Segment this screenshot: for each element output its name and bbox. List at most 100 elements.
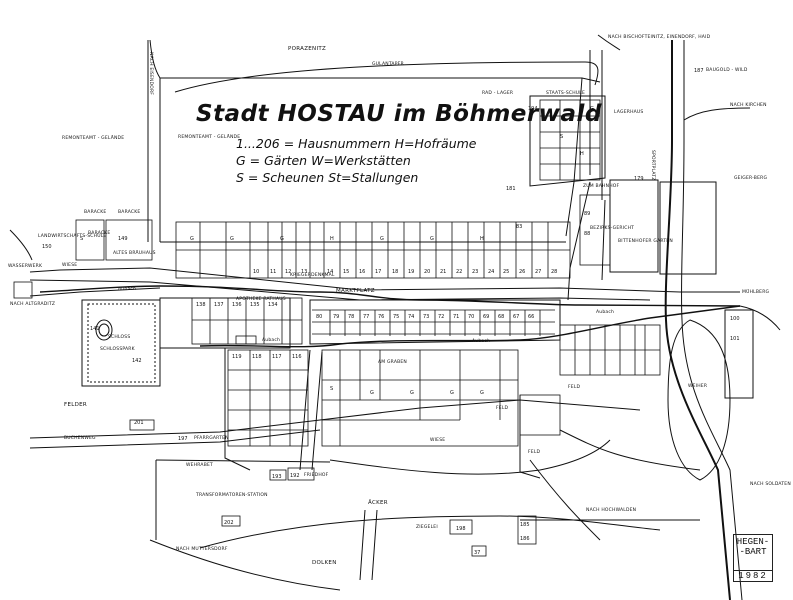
svg-text:138: 138 xyxy=(196,302,206,308)
label-porazenitz: PORAZENITZ xyxy=(288,46,327,52)
label-feld-3: FELD xyxy=(568,385,581,390)
svg-text:22: 22 xyxy=(456,269,462,275)
svg-text:66: 66 xyxy=(528,314,534,320)
svg-text:13: 13 xyxy=(301,269,307,275)
legend-line-2: G = Gärten W=Werkstätten xyxy=(236,153,411,168)
svg-text:G: G xyxy=(410,390,414,396)
svg-text:186: 186 xyxy=(520,536,530,542)
author-stamp: HEGEN- -BART 1982 xyxy=(733,534,773,582)
label-marktplatz: MARKTPLATZ xyxy=(336,288,375,294)
svg-text:192: 192 xyxy=(290,473,300,479)
svg-text:21: 21 xyxy=(440,269,446,275)
svg-text:80: 80 xyxy=(316,314,322,320)
svg-text:142: 142 xyxy=(132,358,142,364)
label-feld-1: FELD xyxy=(496,406,509,411)
svg-text:79: 79 xyxy=(333,314,339,320)
legend-line-3: S = Scheunen St=Stallungen xyxy=(236,170,419,185)
label-schlosspark: SCHLOSSPARK xyxy=(100,347,135,352)
svg-text:G: G xyxy=(230,236,234,242)
svg-text:119: 119 xyxy=(232,354,242,360)
label-aubach-4: Aubach xyxy=(596,310,615,315)
label-altes-braeuhaus: ALTES BRÄUHAUS xyxy=(113,251,156,256)
label-ziegelei: ZIEGELEI xyxy=(416,525,438,530)
label-wehrabet: WEHRABET xyxy=(186,463,213,468)
svg-text:73: 73 xyxy=(423,314,429,320)
svg-text:136: 136 xyxy=(232,302,242,308)
label-schloss: SCHLOSS xyxy=(108,335,131,340)
label-geiger-berg: GEIGER-BERG xyxy=(734,176,768,181)
svg-text:24: 24 xyxy=(488,269,494,275)
svg-text:71: 71 xyxy=(453,314,459,320)
svg-text:H: H xyxy=(580,151,584,157)
svg-text:14: 14 xyxy=(327,269,333,275)
label-gulantaper: GULANTAPER xyxy=(372,62,404,67)
label-nach-eisendorf: NACH EISENDORF xyxy=(148,52,153,96)
svg-text:187: 187 xyxy=(694,68,704,74)
svg-text:10: 10 xyxy=(253,269,259,275)
label-aecker: ÄCKER xyxy=(368,500,388,506)
svg-text:137: 137 xyxy=(214,302,224,308)
label-aubach-3: Aubach xyxy=(472,339,491,344)
label-wasserwerk: WASSERWERK xyxy=(8,264,43,269)
label-rad-lager: RAD - LAGER xyxy=(482,91,514,96)
label-felder: FELDER xyxy=(64,402,88,408)
svg-text:134: 134 xyxy=(268,302,278,308)
label-bezirksgericht: BEZIRKS-GERICHT xyxy=(590,226,635,231)
label-nach-kirchen: NACH KIRCHEN xyxy=(730,103,767,108)
svg-text:72: 72 xyxy=(438,314,444,320)
svg-text:88: 88 xyxy=(584,231,590,237)
svg-text:194: 194 xyxy=(528,106,538,112)
svg-text:11: 11 xyxy=(270,269,276,275)
svg-text:118: 118 xyxy=(252,354,262,360)
svg-text:75: 75 xyxy=(393,314,399,320)
svg-text:193: 193 xyxy=(272,474,282,480)
label-buchenweg: BUCHENWEG xyxy=(64,436,96,441)
label-am-graben: AM GRABEN xyxy=(378,360,407,365)
label-kriegerdenkmal: KRIEGERDENKMAL xyxy=(290,273,335,278)
svg-text:116: 116 xyxy=(292,354,302,360)
label-landwirtschaftsschule: LANDWIRTSCHAFTS-SCHULE xyxy=(38,234,107,239)
svg-text:H: H xyxy=(330,236,334,242)
svg-text:15: 15 xyxy=(343,269,349,275)
svg-text:G: G xyxy=(380,236,384,242)
svg-text:G: G xyxy=(590,106,594,112)
label-nach-altgraditz: NACH ALTGRADITZ xyxy=(10,302,56,307)
svg-text:17: 17 xyxy=(375,269,381,275)
label-rathaus: APOTHEKE RATHAUS xyxy=(236,297,286,302)
svg-text:20: 20 xyxy=(424,269,430,275)
label-lagerhaus: LAGERHAUS xyxy=(614,110,644,115)
label-weiher: WEIHER xyxy=(688,384,708,389)
label-nach-hochwalden: NACH HOCHWALDEN xyxy=(586,508,637,513)
svg-text:185: 185 xyxy=(520,522,530,528)
svg-text:141: 141 xyxy=(90,326,100,332)
svg-text:83: 83 xyxy=(516,224,522,230)
label-baracke-3: BARACKE xyxy=(88,231,111,236)
label-wiese-2: WIESE xyxy=(430,438,446,443)
svg-text:18: 18 xyxy=(392,269,398,275)
svg-text:101: 101 xyxy=(730,336,740,342)
svg-text:12: 12 xyxy=(285,269,291,275)
label-nach-muttersdorf: NACH MUTTERSDORF xyxy=(176,547,228,552)
stamp-line-2: -BART xyxy=(739,547,767,557)
svg-text:77: 77 xyxy=(363,314,369,320)
svg-text:27: 27 xyxy=(535,269,541,275)
svg-text:67: 67 xyxy=(513,314,519,320)
map-title: Stadt HOSTAU im Böhmerwald xyxy=(196,101,602,127)
svg-text:69: 69 xyxy=(483,314,489,320)
label-aubach-1: Aubach xyxy=(118,287,137,292)
svg-text:149: 149 xyxy=(118,236,128,242)
svg-text:135: 135 xyxy=(250,302,260,308)
svg-text:150: 150 xyxy=(42,244,52,250)
label-muehlberg: MÜHLBERG xyxy=(742,290,770,295)
svg-text:198: 198 xyxy=(456,526,466,532)
svg-text:S: S xyxy=(80,236,83,242)
label-dolken: DOLKEN xyxy=(312,560,337,566)
label-bittenhofer-garten: BITTENHOFER GARTEN xyxy=(618,239,673,244)
svg-text:H: H xyxy=(480,236,484,242)
svg-text:G: G xyxy=(190,236,194,242)
svg-text:G: G xyxy=(430,236,434,242)
svg-text:28: 28 xyxy=(551,269,557,275)
label-nach-soldaten: NACH SOLDATEN xyxy=(750,482,791,487)
label-friedhof: FRIEDHOF xyxy=(304,473,329,478)
label-pfarrgarten: PFARRGARTEN xyxy=(194,436,229,441)
